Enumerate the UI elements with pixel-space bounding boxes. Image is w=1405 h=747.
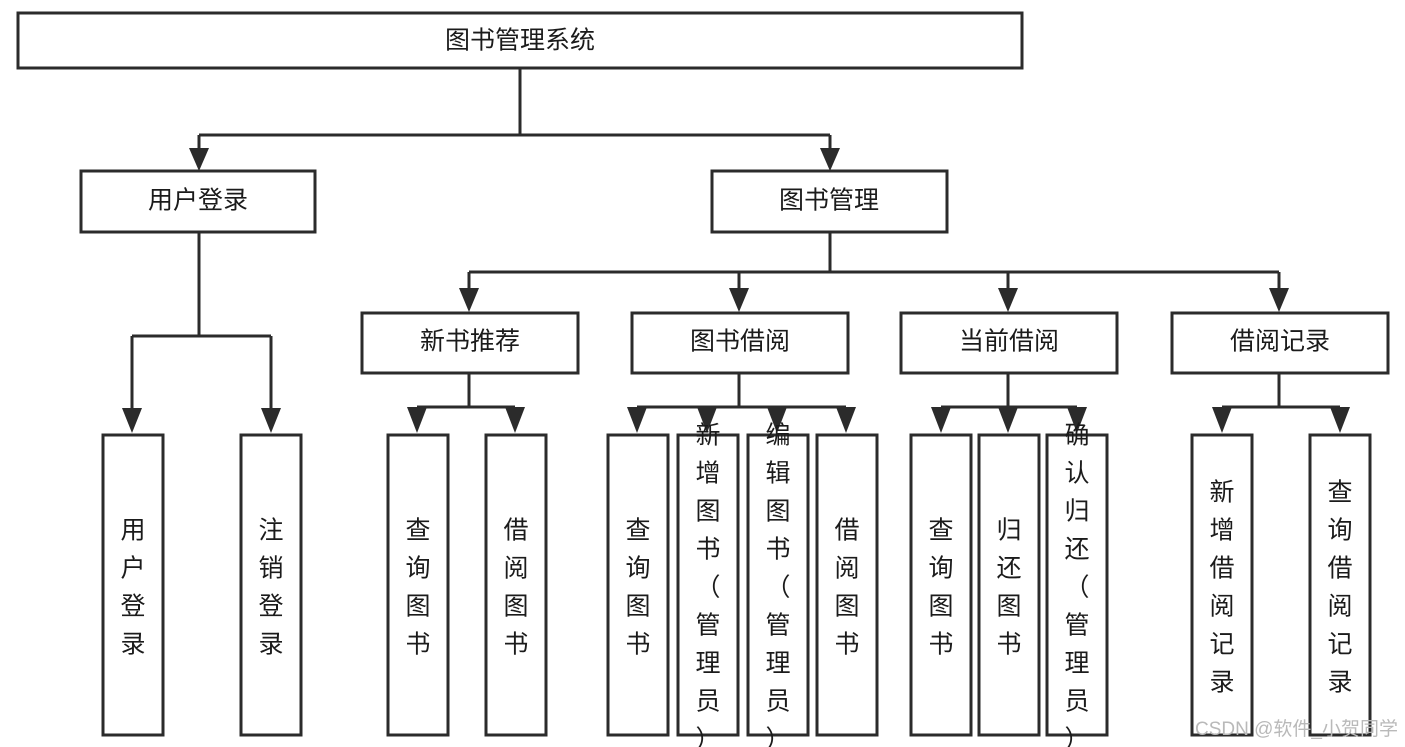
connectors-book-borrow-to-leaves (627, 373, 856, 433)
csdn-watermark: CSDN @软件_小贺同学 (1195, 718, 1398, 740)
node-user-login-box[interactable] (79, 169, 317, 234)
node-leaf-query-record-box[interactable] (1308, 433, 1372, 737)
arrow-head-leaf-edit-book (767, 407, 787, 433)
connectors-user-login-to-leaves (122, 232, 281, 433)
node-user-login[interactable]: 用户登录 (79, 169, 317, 234)
node-leaf-add-record-box[interactable] (1190, 433, 1254, 737)
node-user-login-label: 用户登录 (148, 187, 248, 215)
node-leaf-logout-login[interactable]: 注销登录 (239, 433, 303, 737)
node-leaf-add-book[interactable]: 新增图书（管理员） (676, 422, 740, 747)
node-book-borrow-box[interactable] (630, 311, 850, 375)
node-borrow-record-box[interactable] (1170, 311, 1390, 375)
arrow-head-book-manage (820, 148, 840, 171)
node-leaf-edit-book[interactable]: 编辑图书（管理员） (746, 422, 810, 747)
arrow-head-leaf-borrow-book-2 (836, 407, 856, 433)
node-borrow-record-label: 借阅记录 (1230, 328, 1330, 356)
node-leaf-logout-login-box[interactable] (239, 433, 303, 737)
node-leaf-query-book-2[interactable]: 查询图书 (606, 433, 670, 737)
node-leaf-user-login-label: 用户登录 (120, 517, 145, 659)
node-book-manage-label: 图书管理 (779, 187, 879, 215)
arrow-head-leaf-query-record (1330, 407, 1350, 433)
node-leaf-return-book-box[interactable] (977, 433, 1041, 737)
arrow-head-leaf-borrow-book-1 (505, 407, 525, 433)
arrow-head-current-borrow (998, 288, 1018, 312)
node-leaf-query-record-label: 查询借阅记录 (1327, 479, 1352, 697)
node-leaf-query-book-2-box[interactable] (606, 433, 670, 737)
node-leaf-return-book[interactable]: 归还图书 (977, 433, 1041, 737)
node-leaf-borrow-book-2[interactable]: 借阅图书 (815, 433, 879, 737)
arrow-head-leaf-query-book-1 (407, 407, 427, 433)
arrow-head-leaf-return-book (998, 407, 1018, 433)
node-new-book-rec-label: 新书推荐 (420, 328, 520, 356)
arrow-head-user-login (189, 148, 209, 171)
node-leaf-add-record[interactable]: 新增借阅记录 (1190, 433, 1254, 737)
node-leaf-edit-book-box[interactable] (746, 433, 810, 737)
arrow-head-leaf-add-book (697, 407, 717, 433)
node-borrow-record[interactable]: 借阅记录 (1170, 311, 1390, 375)
node-root-label: 图书管理系统 (445, 27, 595, 55)
node-leaf-edit-book-label: 编辑图书（管理员） (765, 422, 790, 747)
node-leaf-query-book-1-box[interactable] (386, 433, 450, 737)
node-leaf-confirm-return[interactable]: 确认归还（管理员） (1045, 422, 1109, 747)
node-leaf-confirm-return-box[interactable] (1045, 433, 1109, 737)
node-leaf-user-login-box[interactable] (101, 433, 165, 737)
connectors-current-borrow-to-leaves (931, 373, 1087, 433)
node-leaf-add-book-label: 新增图书（管理员） (695, 422, 720, 747)
node-leaf-query-book-1-label: 查询图书 (405, 517, 430, 659)
node-leaf-return-book-label: 归还图书 (996, 517, 1021, 659)
node-leaf-confirm-return-label: 确认归还（管理员） (1064, 422, 1089, 747)
node-leaf-query-book-1[interactable]: 查询图书 (386, 433, 450, 737)
node-leaf-borrow-book-2-label: 借阅图书 (834, 517, 859, 659)
node-leaf-add-record-label: 新增借阅记录 (1209, 479, 1234, 697)
arrow-head-borrow-record (1269, 288, 1289, 312)
node-current-borrow[interactable]: 当前借阅 (899, 311, 1119, 375)
connectors-new-book-rec-to-leaves (407, 373, 525, 433)
connectors-root-to-level2 (189, 68, 840, 171)
node-leaf-logout-login-label: 注销登录 (258, 517, 283, 659)
arrow-head-leaf-add-record (1212, 407, 1232, 433)
connectors-book-manage-to-level3 (459, 232, 1289, 312)
node-leaf-borrow-book-1[interactable]: 借阅图书 (484, 433, 548, 737)
node-current-borrow-label: 当前借阅 (959, 328, 1059, 356)
node-root[interactable]: 图书管理系统 (16, 11, 1024, 70)
node-leaf-borrow-book-1-label: 借阅图书 (503, 517, 528, 659)
arrow-head-leaf-query-book-2 (627, 407, 647, 433)
arrow-head-leaf-query-book-3 (931, 407, 951, 433)
node-leaf-query-book-3[interactable]: 查询图书 (909, 433, 973, 737)
arrow-head-leaf-user-login (122, 408, 142, 433)
node-root-box[interactable] (16, 11, 1024, 70)
node-leaf-user-login[interactable]: 用户登录 (101, 433, 165, 737)
node-leaf-borrow-book-2-box[interactable] (815, 433, 879, 737)
node-book-borrow[interactable]: 图书借阅 (630, 311, 850, 375)
connectors-borrow-record-to-leaves (1212, 373, 1350, 433)
node-new-book-rec-box[interactable] (360, 311, 580, 375)
arrow-head-leaf-logout-login (261, 408, 281, 433)
arrow-head-leaf-confirm-return (1067, 407, 1087, 433)
node-current-borrow-box[interactable] (899, 311, 1119, 375)
node-leaf-add-book-box[interactable] (676, 433, 740, 737)
node-book-manage-box[interactable] (710, 169, 949, 234)
node-book-manage[interactable]: 图书管理 (710, 169, 949, 234)
node-new-book-rec[interactable]: 新书推荐 (360, 311, 580, 375)
node-leaf-query-record[interactable]: 查询借阅记录 (1308, 433, 1372, 737)
node-book-borrow-label: 图书借阅 (690, 328, 790, 356)
node-leaf-query-book-3-label: 查询图书 (928, 517, 953, 659)
arrow-head-new-book-rec (459, 288, 479, 312)
node-leaf-borrow-book-1-box[interactable] (484, 433, 548, 737)
arrow-head-book-borrow (729, 288, 749, 312)
node-leaf-query-book-3-box[interactable] (909, 433, 973, 737)
node-leaf-query-book-2-label: 查询图书 (625, 517, 650, 659)
